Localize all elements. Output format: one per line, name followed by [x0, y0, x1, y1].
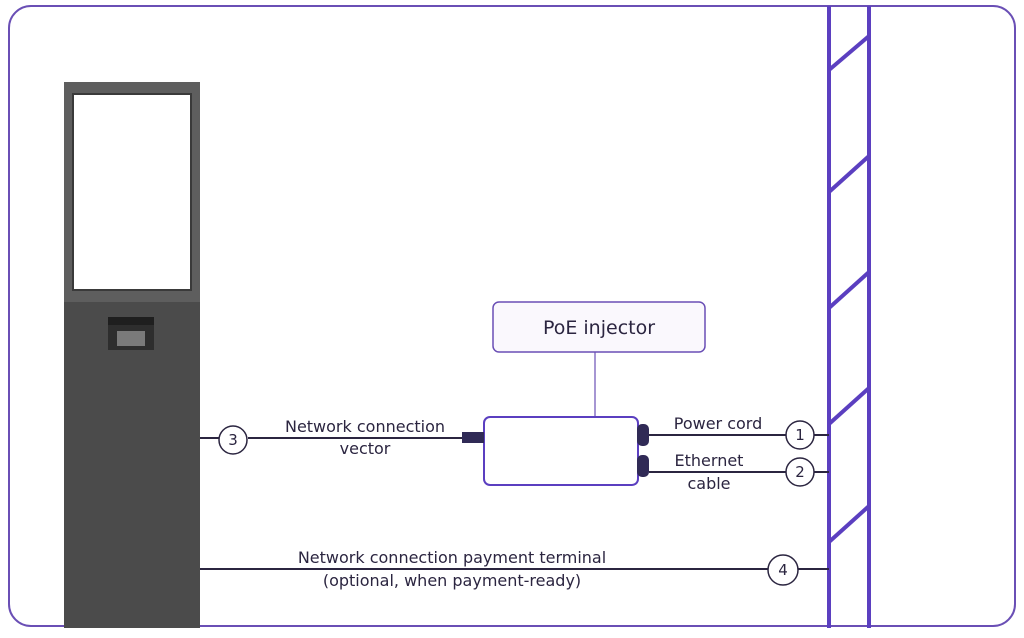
- poe-ethernet-port: [637, 455, 649, 477]
- poe-injector-label-box: PoE injector: [492, 301, 706, 353]
- connection-label: Ethernet: [675, 451, 744, 470]
- network-connection-payment-terminal: 4 Network connection payment terminal (o…: [200, 548, 829, 590]
- poe-power-port: [637, 424, 649, 446]
- connection-number: 2: [795, 463, 805, 481]
- connection-label: Power cord: [674, 414, 763, 433]
- kiosk-card-slot: [108, 317, 154, 325]
- poe-injector-device: [462, 416, 649, 486]
- wall-hatch: [827, 270, 871, 310]
- wall: [827, 6, 871, 628]
- kiosk-card-reader-window: [117, 331, 145, 346]
- ethernet-cable: 2 Ethernet cable: [649, 451, 829, 493]
- kiosk: [64, 82, 200, 628]
- network-connection-vector: 3 Network connection vector: [200, 417, 462, 458]
- wall-hatch: [827, 386, 871, 426]
- connection-number-badge: [218, 425, 248, 455]
- power-cord: 1 Power cord: [649, 414, 829, 450]
- connection-label: vector: [340, 439, 391, 458]
- kiosk-screen: [72, 93, 192, 291]
- connection-number: 4: [778, 561, 788, 579]
- connection-label: cable: [687, 474, 730, 493]
- wall-hatch: [827, 34, 871, 72]
- connection-label: Network connection payment terminal: [298, 548, 606, 567]
- connection-number-badge: [785, 457, 815, 487]
- connection-label: (optional, when payment-ready): [323, 571, 581, 590]
- poe-data-in-port: [462, 432, 484, 443]
- connection-label: Network connection: [285, 417, 445, 436]
- connection-number: 3: [228, 431, 238, 449]
- outer-frame: [8, 5, 1016, 627]
- wall-hatch: [827, 154, 871, 194]
- connection-number-badge: [767, 554, 799, 586]
- connection-number: 1: [795, 426, 805, 444]
- poe-injector-label: PoE injector: [543, 317, 655, 339]
- wall-hatch: [827, 504, 871, 544]
- connection-number-badge: [785, 420, 815, 450]
